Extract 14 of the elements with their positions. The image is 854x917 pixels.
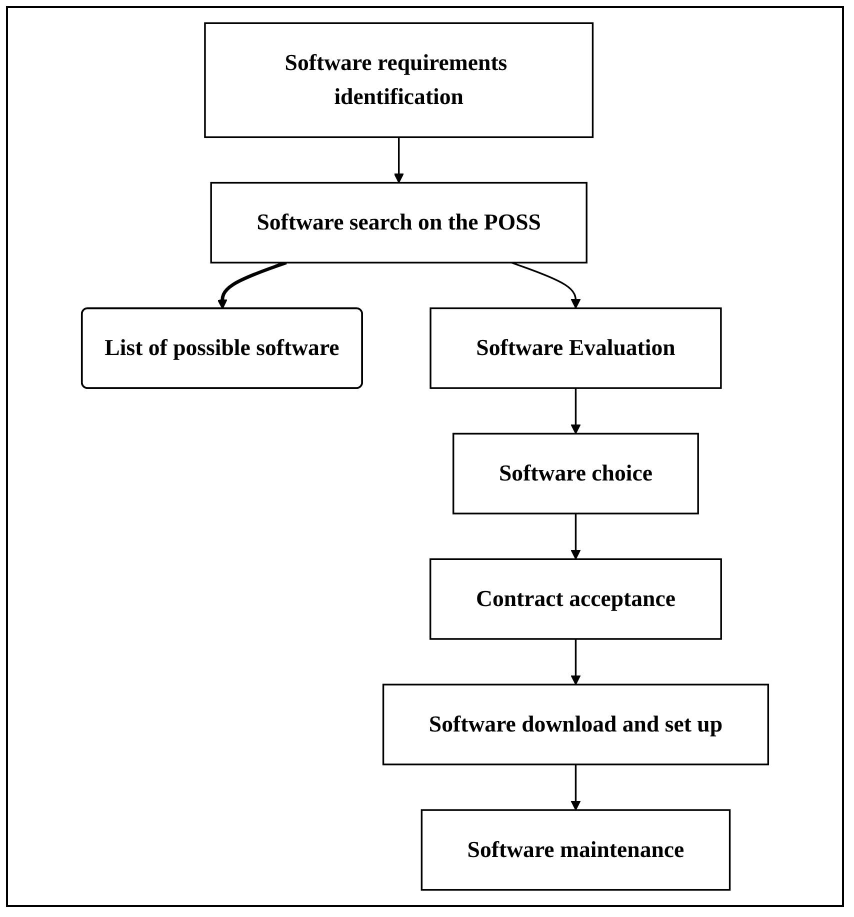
node-box: Software maintenance xyxy=(420,809,731,891)
node-box: Software requirements identification xyxy=(204,22,594,138)
node-box: Software choice xyxy=(452,432,699,514)
node-box: Software download and set up xyxy=(382,684,770,766)
node-box: Software search on the POSS xyxy=(210,182,588,264)
arrow xyxy=(394,137,404,184)
arrow xyxy=(570,764,581,810)
arrow xyxy=(511,262,581,309)
node-box: Contract acceptance xyxy=(430,558,722,640)
node-box: Software Evaluation xyxy=(430,307,722,389)
arrow xyxy=(570,514,581,560)
arrow xyxy=(570,638,581,686)
arrow xyxy=(217,261,287,310)
arrow xyxy=(570,388,581,434)
